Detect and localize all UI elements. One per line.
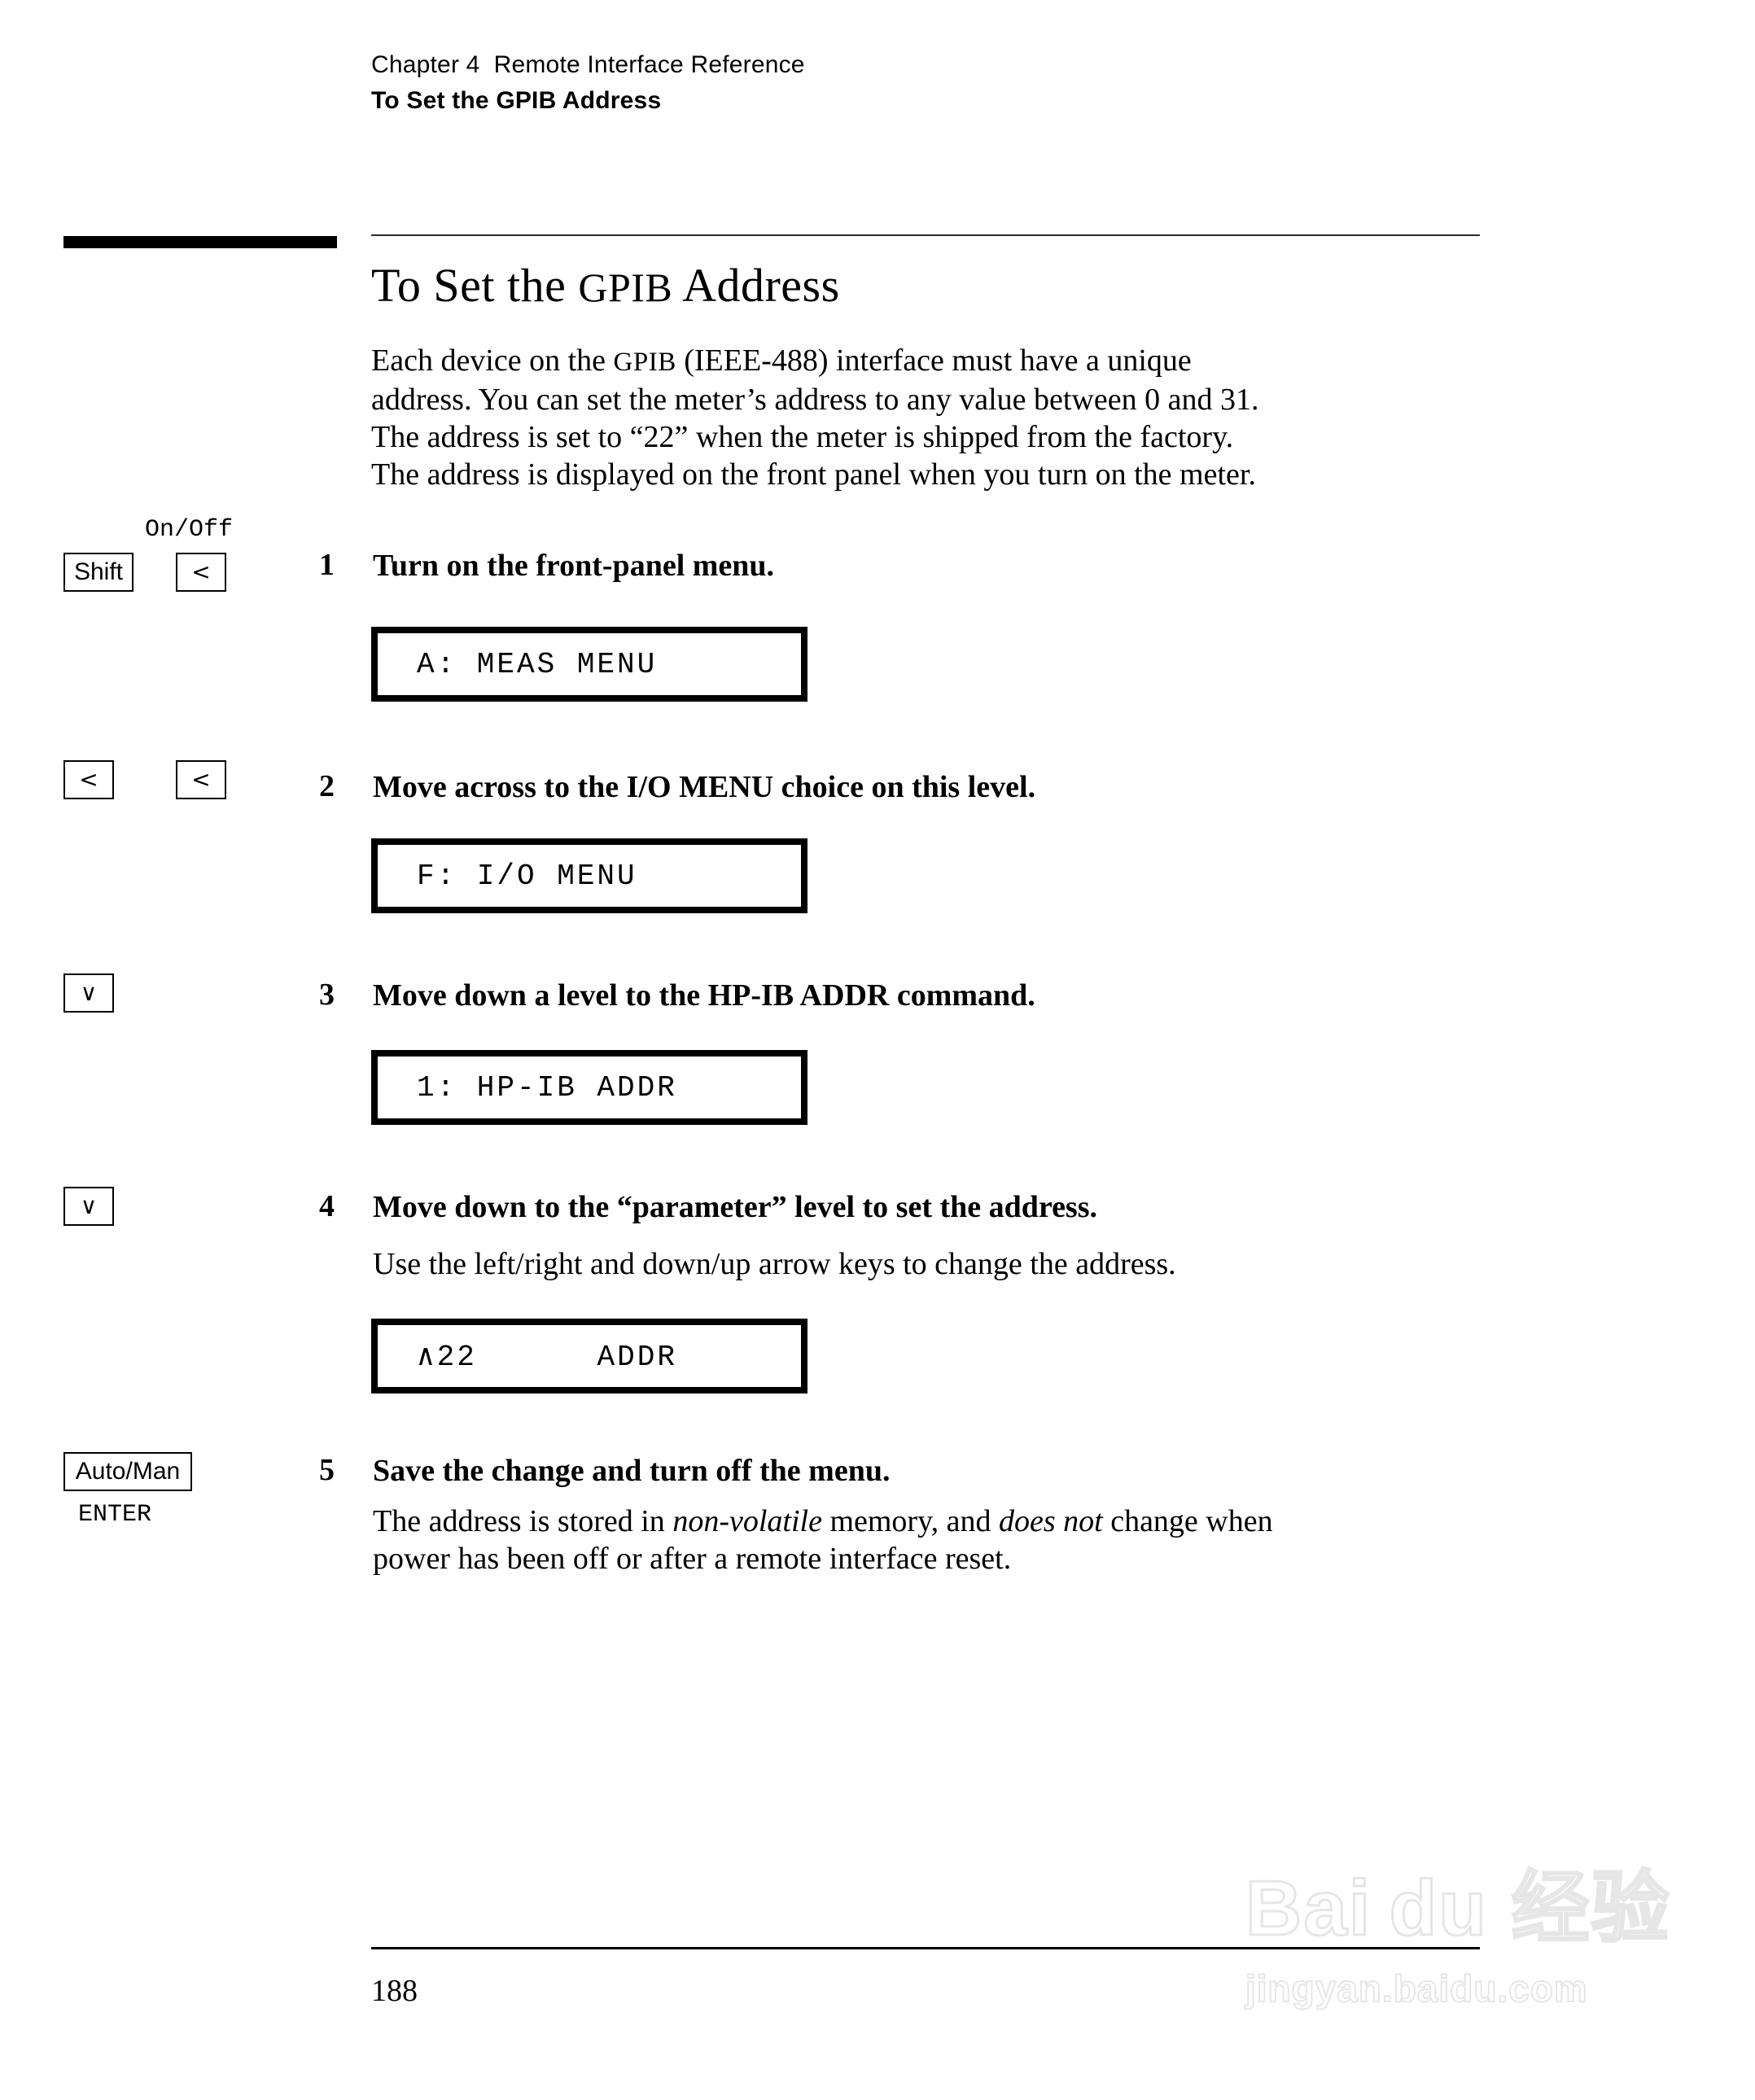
step5-text-c: change when xyxy=(1102,1504,1273,1538)
step-body-5-line-2: power has been off or after a remote int… xyxy=(373,1542,1012,1576)
step-body-5: The address is stored in non-volatile me… xyxy=(373,1503,1488,1577)
footer-rule xyxy=(371,1947,1480,1949)
step-number-1: 1 xyxy=(319,548,335,582)
step-number-3: 3 xyxy=(319,978,335,1012)
watermark-main-text: Bai du 经验 xyxy=(1245,1864,1671,1953)
intro-line-1: Each device on the GPIB (IEEE-488) inter… xyxy=(371,342,1486,381)
step-number-4: 4 xyxy=(319,1189,335,1223)
baidu-watermark: Bai du 经验 jingyan.baidu.com xyxy=(1245,1864,1671,2051)
page-title-part1: To Set the xyxy=(371,259,579,312)
step-number-5: 5 xyxy=(319,1453,335,1487)
key-left-arrow-2a[interactable]: < xyxy=(63,760,114,799)
step-number-2: 2 xyxy=(319,769,335,803)
step-heading-4: Move down to the “parameter” level to se… xyxy=(373,1190,1098,1224)
step5-italic-does-not: does not xyxy=(998,1504,1103,1538)
step-heading-3: Move down a level to the HP-IB ADDR comm… xyxy=(373,978,1035,1013)
key-auto-man[interactable]: Auto/Man xyxy=(63,1452,192,1491)
step-subtext-4: Use the left/right and down/up arrow key… xyxy=(373,1247,1176,1281)
page-title-part3: Address xyxy=(672,259,840,312)
intro-line-4: The address is displayed on the front pa… xyxy=(371,457,1256,492)
key-left-arrow-1[interactable]: < xyxy=(176,553,226,592)
title-thick-bar xyxy=(63,236,337,248)
intro-line-3: The address is set to “22” when the mete… xyxy=(371,420,1234,454)
step-body-5-line-1: The address is stored in non-volatile me… xyxy=(373,1503,1488,1540)
step5-text-a: The address is stored in xyxy=(373,1504,673,1538)
intro-gpib: GPIB xyxy=(613,348,676,377)
running-header: Chapter 4 Remote Interface Reference To … xyxy=(371,47,1429,119)
intro-paragraph: Each device on the GPIB (IEEE-488) inter… xyxy=(371,342,1486,493)
intro-line-1a: Each device on the xyxy=(371,343,614,378)
key-shift[interactable]: Shift xyxy=(63,553,133,592)
display-box-3: 1: HP-IB ADDR xyxy=(371,1050,807,1125)
step-heading-1: Turn on the front-panel menu. xyxy=(373,549,775,583)
page-number: 188 xyxy=(371,1974,418,2008)
display-box-2: F: I/O MENU xyxy=(371,838,807,913)
section-line: To Set the GPIB Address xyxy=(371,87,662,114)
page-title-gpib: GPIB xyxy=(578,265,673,310)
key-left-arrow-2b[interactable]: < xyxy=(176,760,226,799)
title-top-rule xyxy=(371,234,1480,236)
display-box-4: ∧22 ADDR xyxy=(371,1319,807,1393)
key-caption-on-off: On/Off xyxy=(145,516,234,544)
chapter-line: Chapter 4 Remote Interface Reference xyxy=(371,51,805,78)
intro-line-2: address. You can set the meter’s address… xyxy=(371,383,1259,417)
display-box-1: A: MEAS MENU xyxy=(371,627,807,702)
display-text-3: 1: HP-IB ADDR xyxy=(417,1070,677,1105)
page-title: To Set the GPIB Address xyxy=(371,259,840,314)
watermark-sub-text: jingyan.baidu.com xyxy=(1245,1967,1588,2010)
display-text-2: F: I/O MENU xyxy=(417,859,637,893)
display-text-1: A: MEAS MENU xyxy=(417,647,658,681)
key-down-arrow-3[interactable]: ∨ xyxy=(63,973,114,1013)
step-heading-5: Save the change and turn off the menu. xyxy=(373,1454,891,1488)
step-heading-2: Move across to the I/O MENU choice on th… xyxy=(373,770,1036,804)
key-down-arrow-4[interactable]: ∨ xyxy=(63,1187,114,1226)
step5-text-b: memory, and xyxy=(821,1504,999,1538)
display-text-4: ∧22 ADDR xyxy=(417,1340,677,1374)
step5-italic-nonvolatile: non-volatile xyxy=(672,1504,822,1538)
key-caption-enter: ENTER xyxy=(78,1501,152,1529)
intro-line-1c: (IEEE-488) interface must have a unique xyxy=(676,343,1192,378)
